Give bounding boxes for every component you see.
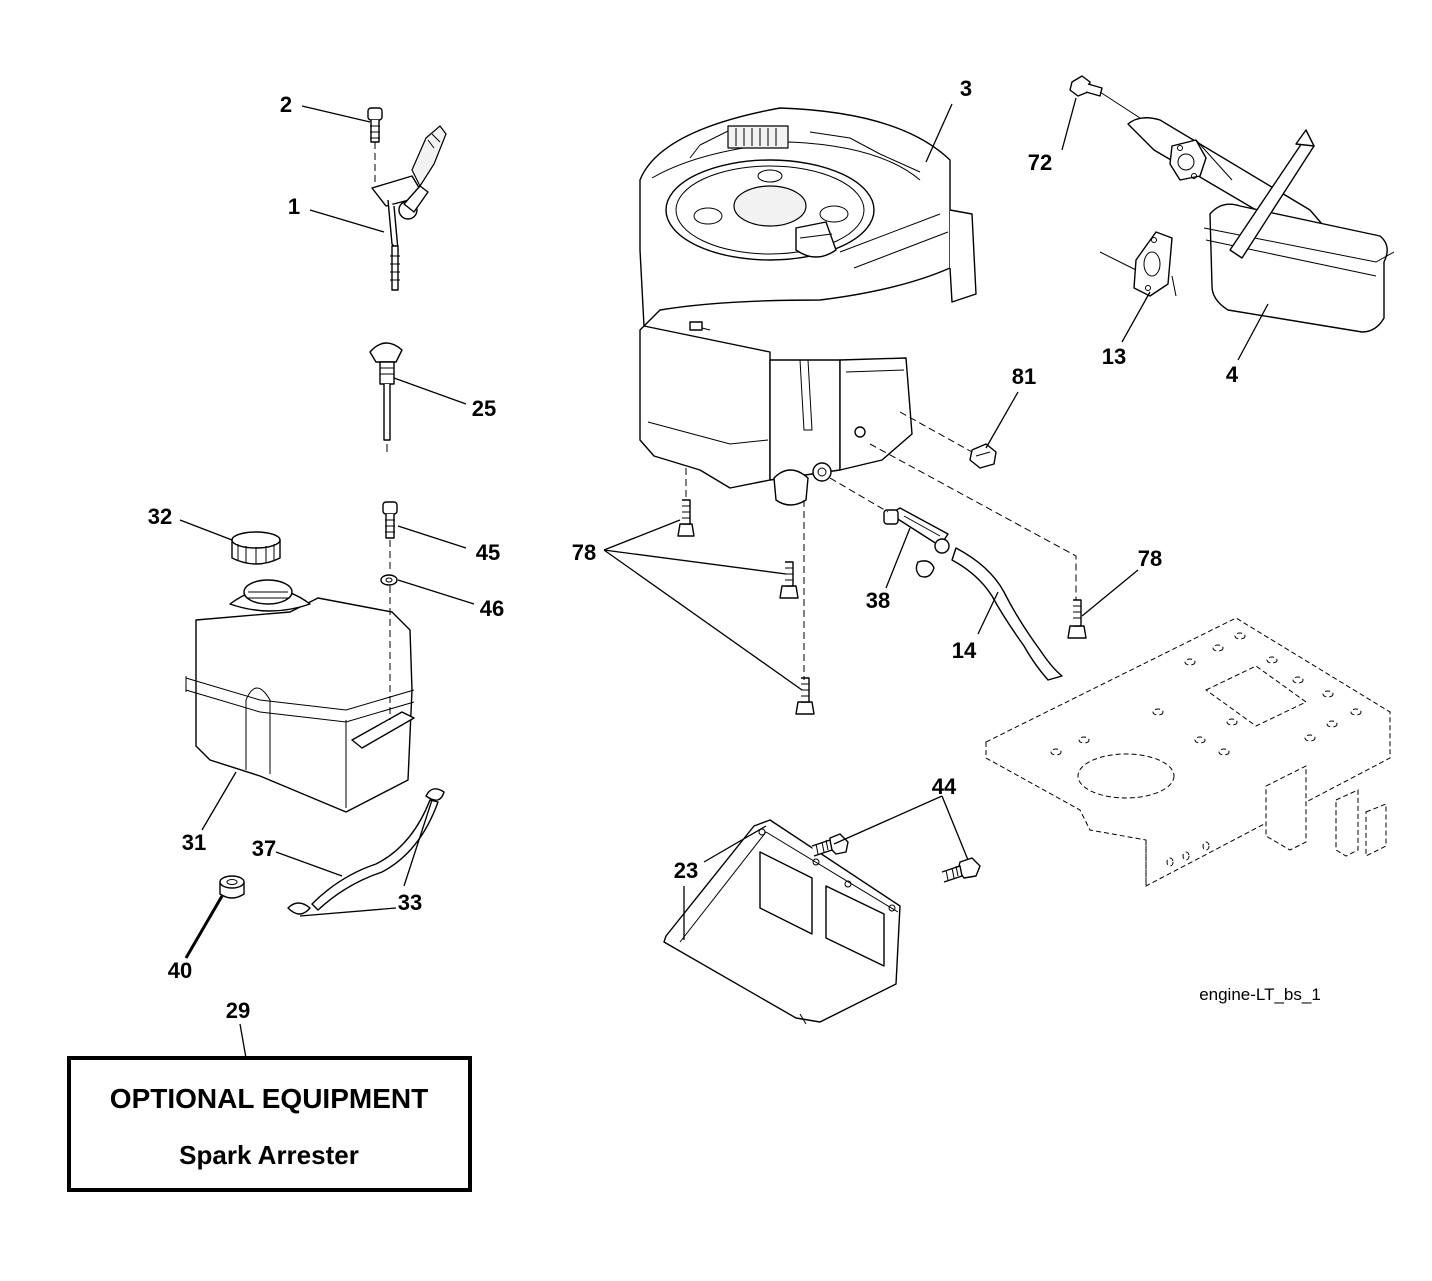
fuel-tank-part — [185, 579, 415, 813]
grommet-part — [219, 875, 245, 899]
frame-holes — [1050, 632, 1362, 867]
optional-equipment-box: OPTIONAL EQUIPMENT Spark Arrester — [67, 1056, 472, 1192]
screw-2-part — [367, 107, 383, 186]
callout-labels: 2 1 3 72 13 4 81 25 32 45 46 78 78 38 14… — [148, 76, 1239, 1023]
engine-part — [639, 107, 977, 506]
callout-23: 23 — [674, 858, 698, 883]
callout-25: 25 — [472, 396, 496, 421]
optional-equipment-title: OPTIONAL EQUIPMENT — [110, 1083, 428, 1114]
engine-bolt-axes — [685, 468, 805, 680]
leader-lines — [179, 97, 1269, 1059]
callout-40: 40 — [168, 958, 192, 983]
bolt-72-part — [1069, 75, 1103, 97]
bolt-78-upper-part — [677, 499, 695, 537]
choke-rod-part — [369, 342, 403, 452]
bolt-78-middle-part — [779, 561, 799, 599]
callout-32: 32 — [148, 504, 172, 529]
chassis-frame-part — [984, 617, 1392, 887]
fuel-cap-part — [231, 531, 281, 565]
fuel-filter-axis — [829, 477, 889, 513]
bolt-45-upper-part — [811, 833, 849, 857]
callout-1: 1 — [288, 194, 300, 219]
callout-13: 13 — [1102, 344, 1126, 369]
hose-14-part — [951, 547, 1063, 681]
callout-3: 3 — [960, 76, 972, 101]
callout-4: 4 — [1226, 362, 1239, 387]
callout-78-left: 78 — [572, 540, 596, 565]
bolt-72-axis — [1099, 91, 1141, 119]
callout-38: 38 — [866, 588, 890, 613]
callout-81: 81 — [1012, 364, 1036, 389]
optional-equipment-subtitle: Spark Arrester — [179, 1140, 359, 1170]
callout-44: 45 — [476, 540, 500, 565]
callout-37: 37 — [252, 836, 276, 861]
callout-33: 33 — [398, 890, 422, 915]
nut-81-part — [969, 443, 997, 469]
pipe-gasket-line — [1195, 139, 1233, 181]
throttle-control-part — [371, 125, 447, 291]
bolt-78b-axis — [869, 443, 1077, 600]
diagram-reference: engine-LT_bs_1 — [1199, 985, 1321, 1004]
bolt-78-right-part — [1067, 599, 1087, 639]
callout-72: 72 — [1028, 150, 1052, 175]
nut-81-axis — [899, 411, 973, 453]
callout-29: 29 — [226, 998, 250, 1023]
callout-46: 46 — [480, 596, 504, 621]
callout-78-right: 78 — [1138, 546, 1162, 571]
fuel-filter-part — [883, 507, 950, 578]
heat-shield-part — [663, 819, 901, 1025]
callout-31: 31 — [182, 830, 206, 855]
gasket-13-part — [1133, 231, 1173, 297]
callout-45: 44 — [932, 774, 957, 799]
screw-44-part — [382, 501, 398, 539]
washer-46-part — [380, 574, 398, 586]
gasket-alignment-line — [1099, 251, 1177, 297]
muffler-part — [1203, 129, 1395, 333]
fuel-line-part — [287, 788, 445, 915]
bolt-45-lower-part — [941, 857, 981, 883]
callout-2: 2 — [280, 92, 292, 117]
bolt-78-lower-part — [795, 677, 815, 715]
callout-14: 14 — [952, 638, 977, 663]
